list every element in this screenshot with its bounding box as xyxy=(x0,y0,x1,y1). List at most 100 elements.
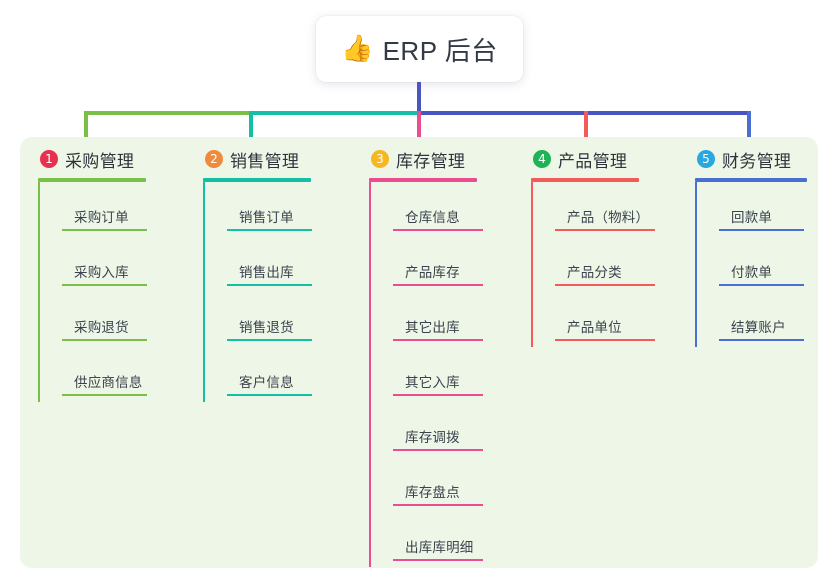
tree-node-label: 销售退货 xyxy=(239,320,294,335)
tree-node-label: 其它入库 xyxy=(405,375,460,390)
connector-segment-teal xyxy=(249,111,419,115)
root-connector-vertical xyxy=(417,82,421,113)
tree-node-rule xyxy=(719,229,804,231)
tree-node-rule xyxy=(62,229,147,231)
branch-badge-3: 3 xyxy=(371,150,389,168)
tree-node-rule xyxy=(393,394,483,396)
branch-header-5[interactable]: 5 财务管理 xyxy=(695,146,835,172)
tree-node[interactable]: 库存调拨 xyxy=(393,402,529,457)
connector-drop-4 xyxy=(584,111,588,145)
tree-node-rule xyxy=(393,229,483,231)
tree-node-label: 产品分类 xyxy=(567,265,622,280)
tree-node-label: 产品（物料） xyxy=(567,210,650,225)
connector-drop-3 xyxy=(417,111,421,145)
tree-node-rule xyxy=(62,394,147,396)
branch-title-1: 采购管理 xyxy=(65,151,135,171)
tree-node-label: 产品单位 xyxy=(567,320,622,335)
tree-node-label: 仓库信息 xyxy=(405,210,460,225)
branch-header-rule-4 xyxy=(531,178,639,182)
branch-title-4: 产品管理 xyxy=(558,151,628,171)
tree-node[interactable]: 回款单 xyxy=(719,182,835,237)
branch-header-rule-3 xyxy=(369,178,477,182)
tree-node[interactable]: 付款单 xyxy=(719,237,835,292)
tree-node-rule xyxy=(719,284,804,286)
branch-tree-3: 仓库信息 产品库存 其它出库 其它入库 库存调拨 库存盘点 xyxy=(369,182,529,567)
tree-node[interactable]: 仓库信息 xyxy=(393,182,529,237)
connector-drop-2 xyxy=(249,111,253,145)
tree-node[interactable]: 客户信息 xyxy=(227,347,358,402)
branch-column-1: 1 采购管理 采购订单 采购入库 采购退货 供应商信息 xyxy=(38,146,193,402)
tree-node[interactable]: 产品库存 xyxy=(393,237,529,292)
tree-node[interactable]: 销售退货 xyxy=(227,292,358,347)
tree-node[interactable]: 销售出库 xyxy=(227,237,358,292)
tree-node[interactable]: 采购退货 xyxy=(62,292,193,347)
branch-column-2: 2 销售管理 销售订单 销售出库 销售退货 客户信息 xyxy=(203,146,358,402)
branch-column-5: 5 财务管理 回款单 付款单 结算账户 xyxy=(695,146,835,347)
root-node[interactable]: 👍 ERP 后台 xyxy=(316,16,523,82)
branch-title-5: 财务管理 xyxy=(722,151,792,171)
tree-node[interactable]: 出库库明细 xyxy=(393,512,529,567)
tree-node[interactable]: 产品单位 xyxy=(555,292,691,347)
tree-node-label: 出库库明细 xyxy=(405,540,474,555)
branch-header-4[interactable]: 4 产品管理 xyxy=(531,146,691,172)
tree-node-label: 采购订单 xyxy=(74,210,129,225)
tree-node-rule xyxy=(227,229,312,231)
tree-node-rule xyxy=(719,339,804,341)
tree-node[interactable]: 库存盘点 xyxy=(393,457,529,512)
tree-node-rule xyxy=(393,504,483,506)
tree-node-label: 库存调拨 xyxy=(405,430,460,445)
tree-node[interactable]: 结算账户 xyxy=(719,292,835,347)
branch-header-rule-1 xyxy=(38,178,146,182)
tree-node[interactable]: 采购订单 xyxy=(62,182,193,237)
branch-tree-2: 销售订单 销售出库 销售退货 客户信息 xyxy=(203,182,358,402)
tree-node-rule xyxy=(393,559,483,561)
branches-panel xyxy=(20,137,818,568)
tree-node[interactable]: 产品分类 xyxy=(555,237,691,292)
branch-badge-2: 2 xyxy=(205,150,223,168)
root-node-title: ERP 后台 xyxy=(382,35,498,66)
branch-title-3: 库存管理 xyxy=(396,151,466,171)
tree-node-label: 回款单 xyxy=(731,210,773,225)
branch-title-2: 销售管理 xyxy=(230,151,300,171)
tree-node-label: 付款单 xyxy=(731,265,773,280)
tree-node[interactable]: 其它入库 xyxy=(393,347,529,402)
branch-badge-4: 4 xyxy=(533,150,551,168)
branch-header-3[interactable]: 3 库存管理 xyxy=(369,146,529,172)
tree-node[interactable]: 产品（物料） xyxy=(555,182,691,237)
tree-node-rule xyxy=(62,284,147,286)
connector-drop-5 xyxy=(747,111,751,145)
tree-node-label: 供应商信息 xyxy=(74,375,143,390)
tree-node-label: 销售订单 xyxy=(239,210,294,225)
tree-node-rule xyxy=(227,339,312,341)
tree-node-label: 结算账户 xyxy=(731,320,786,335)
tree-node-label: 销售出库 xyxy=(239,265,294,280)
branch-tree-5: 回款单 付款单 结算账户 xyxy=(695,182,835,347)
tree-node-rule xyxy=(393,449,483,451)
tree-node-label: 其它出库 xyxy=(405,320,460,335)
branch-column-3: 3 库存管理 仓库信息 产品库存 其它出库 其它入库 库存调拨 xyxy=(369,146,529,567)
branch-column-4: 4 产品管理 产品（物料） 产品分类 产品单位 xyxy=(531,146,691,347)
branch-badge-5: 5 xyxy=(697,150,715,168)
branch-header-1[interactable]: 1 采购管理 xyxy=(38,146,193,172)
tree-node[interactable]: 其它出库 xyxy=(393,292,529,347)
tree-node[interactable]: 销售订单 xyxy=(227,182,358,237)
branch-header-rule-2 xyxy=(203,178,311,182)
tree-node-rule xyxy=(227,394,312,396)
tree-node-rule xyxy=(555,284,655,286)
tree-node-label: 采购入库 xyxy=(74,265,129,280)
tree-node-rule xyxy=(555,339,655,341)
tree-node-rule xyxy=(62,339,147,341)
tree-node-label: 采购退货 xyxy=(74,320,129,335)
branch-badge-1: 1 xyxy=(40,150,58,168)
branch-header-2[interactable]: 2 销售管理 xyxy=(203,146,358,172)
connector-drop-1 xyxy=(84,111,88,145)
tree-node-label: 客户信息 xyxy=(239,375,294,390)
branch-tree-1: 采购订单 采购入库 采购退货 供应商信息 xyxy=(38,182,193,402)
branch-tree-4: 产品（物料） 产品分类 产品单位 xyxy=(531,182,691,347)
tree-node[interactable]: 采购入库 xyxy=(62,237,193,292)
tree-node[interactable]: 供应商信息 xyxy=(62,347,193,402)
branch-header-rule-5 xyxy=(695,178,807,182)
tree-node-rule xyxy=(393,284,483,286)
tree-node-rule xyxy=(227,284,312,286)
